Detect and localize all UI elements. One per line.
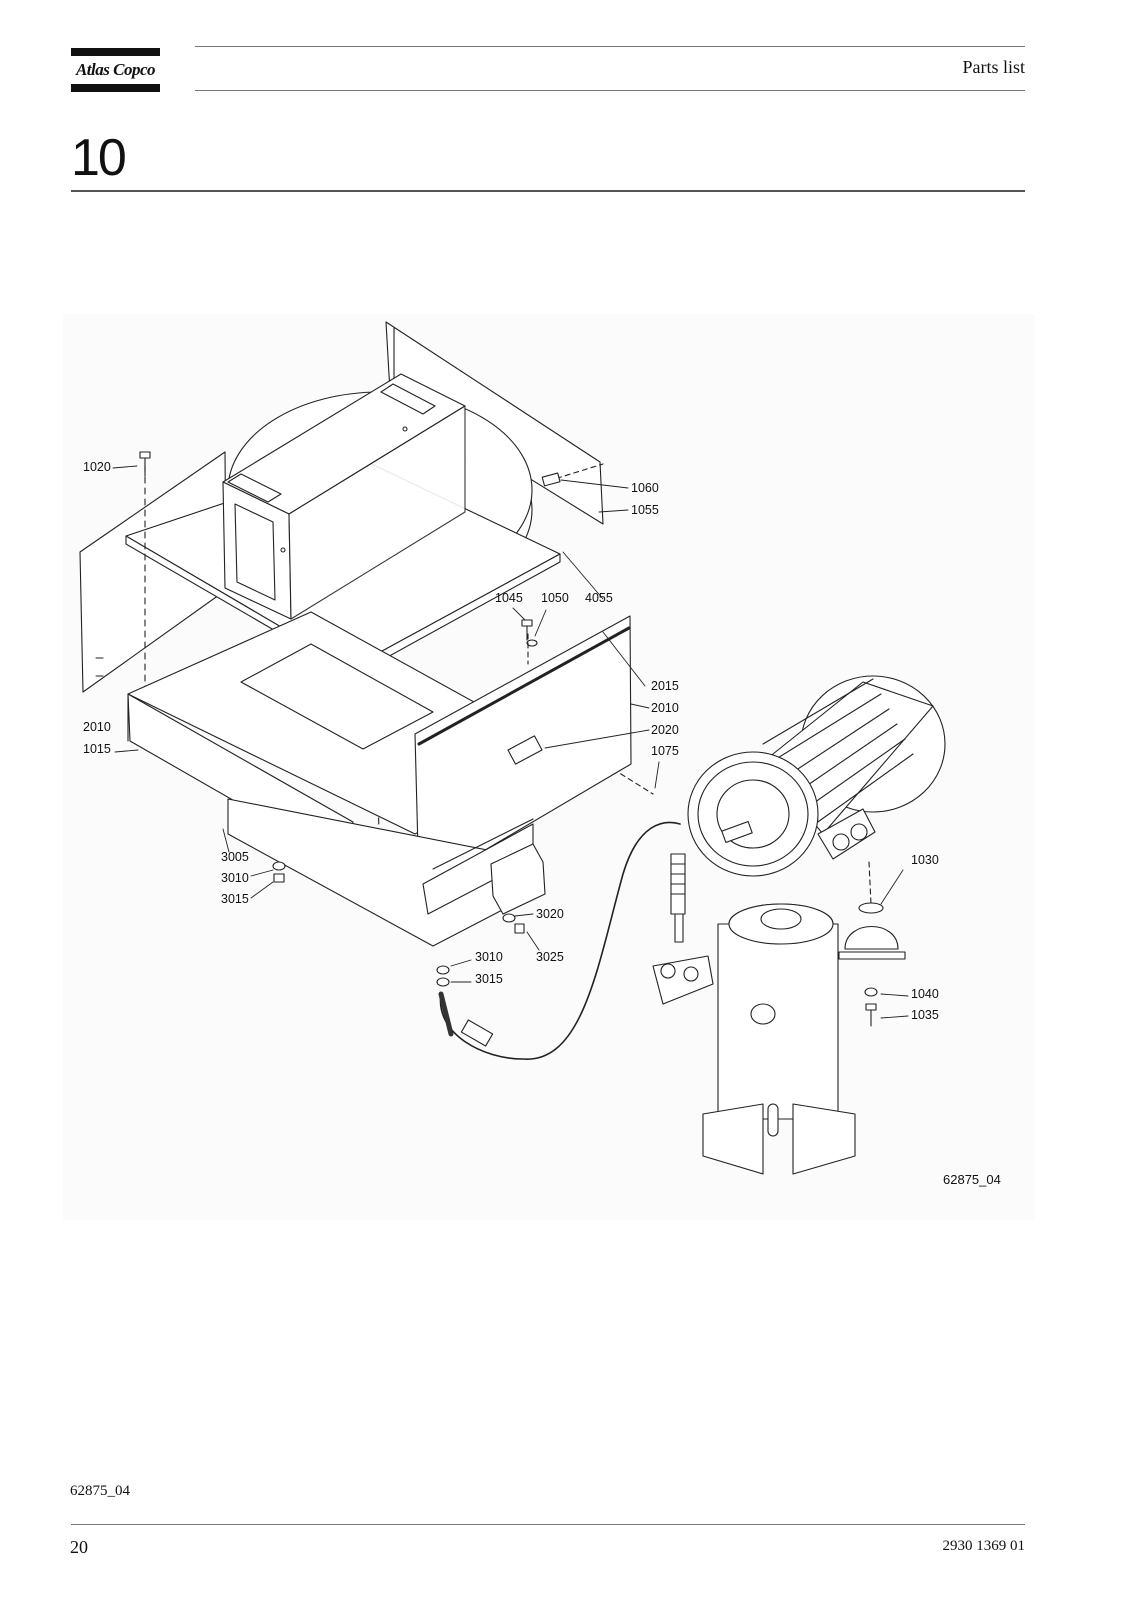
chapter-rule [71, 190, 1025, 192]
callout-3005: 3005 [221, 850, 249, 864]
atlas-copco-logo: Atlas Copco [71, 48, 160, 92]
callout-4055: 4055 [585, 591, 613, 605]
logo-text: Atlas Copco [75, 60, 156, 79]
callout-1015: 1015 [83, 742, 111, 756]
callout-3010-left: 3010 [221, 871, 249, 885]
callout-1075: 1075 [651, 744, 679, 758]
callout-3020: 3020 [536, 907, 564, 921]
header-rule-top [195, 46, 1025, 47]
footer-rule [71, 1524, 1025, 1525]
callout-3015-left: 3015 [221, 892, 249, 906]
logo-bar-top [71, 48, 160, 56]
callout-1050: 1050 [541, 591, 569, 605]
chapter-number: 10 [71, 129, 127, 187]
callout-2020: 2020 [651, 723, 679, 737]
figure-id: 62875_04 [943, 1172, 1001, 1187]
callout-3015-center: 3015 [475, 972, 503, 986]
callout-1045: 1045 [495, 591, 523, 605]
callout-2010-right: 2010 [651, 701, 679, 715]
page-number: 20 [70, 1537, 88, 1557]
callout-1030: 1030 [911, 853, 939, 867]
callout-2010-left: 2010 [83, 720, 111, 734]
header-title: Parts list [962, 57, 1025, 77]
callout-3025: 3025 [536, 950, 564, 964]
callout-2015: 2015 [651, 679, 679, 693]
callout-1055: 1055 [631, 503, 659, 517]
callout-1060: 1060 [631, 481, 659, 495]
logo-bar-bottom [71, 84, 160, 92]
callout-1035: 1035 [911, 1008, 939, 1022]
callout-1040: 1040 [911, 987, 939, 1001]
callout-3010-center: 3010 [475, 950, 503, 964]
exploded-view-drawing [79, 321, 946, 1175]
footer-figure-reference: 62875_04 [70, 1483, 130, 1499]
callout-1020: 1020 [83, 460, 111, 474]
header-rule-bottom [195, 90, 1025, 91]
document-number: 2930 1369 01 [942, 1538, 1026, 1554]
exploded-view-figure [63, 314, 1035, 1220]
